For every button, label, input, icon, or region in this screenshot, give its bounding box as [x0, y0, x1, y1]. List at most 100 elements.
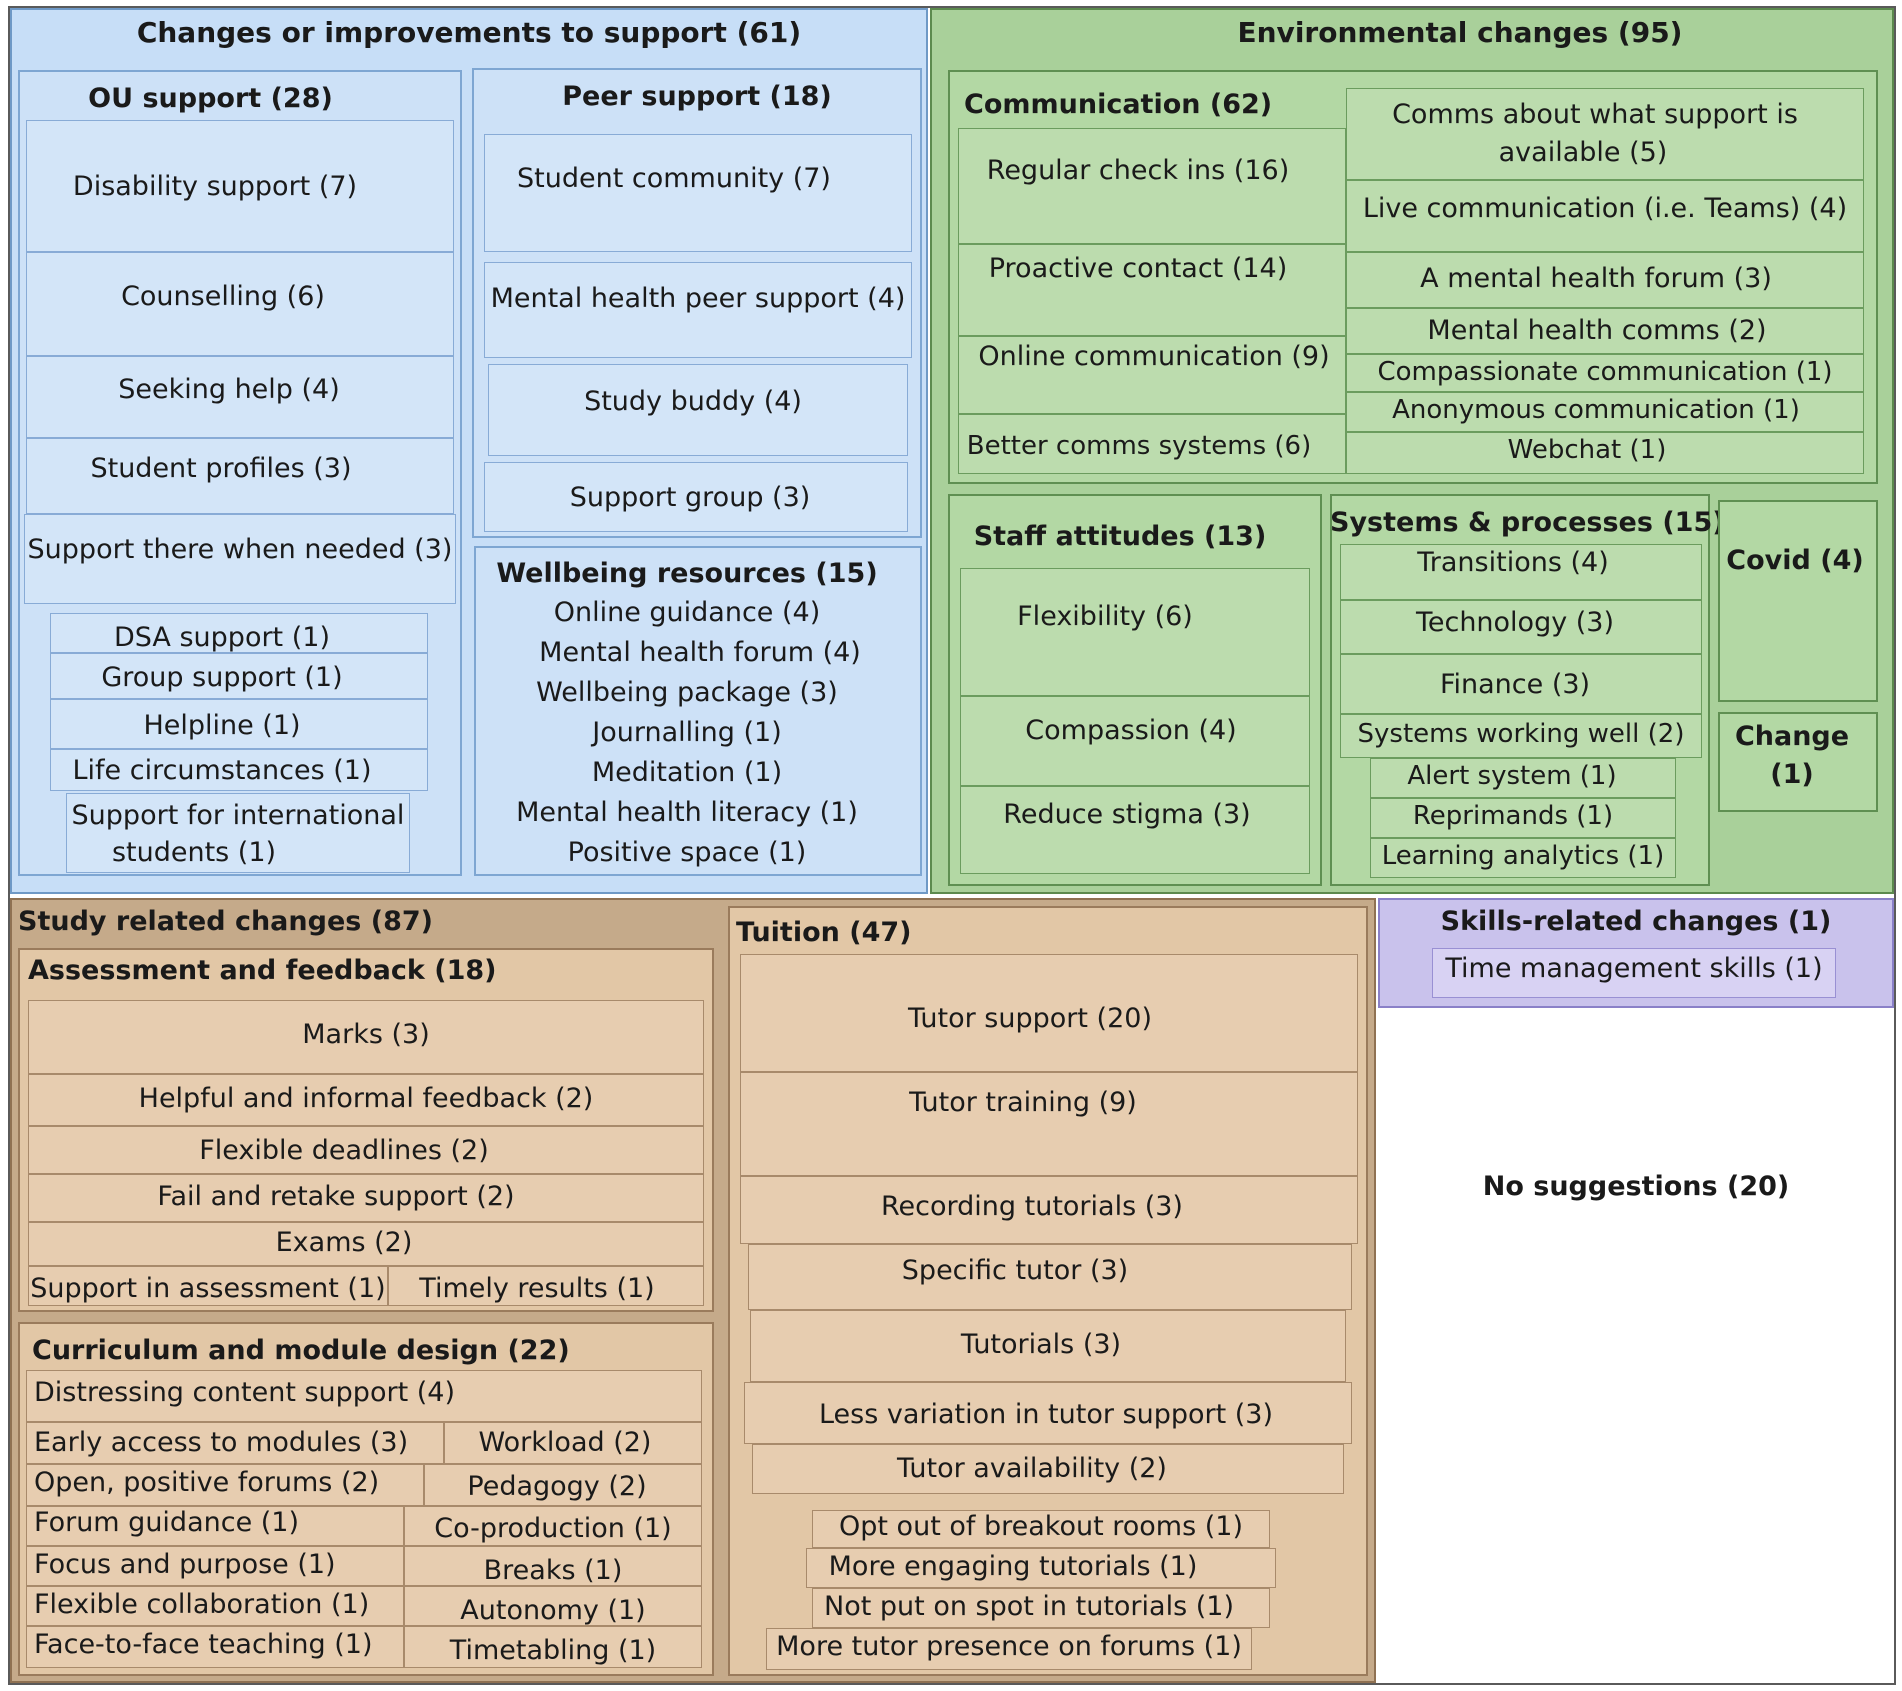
- leaf-autonomy: [404, 1586, 702, 1626]
- leaf-compassionate-communication: [1346, 354, 1864, 392]
- leaf-label: DSA support (1): [114, 622, 330, 653]
- leaf-less-variation-in-tutor-support: [744, 1382, 1352, 1444]
- group-covid: [1718, 500, 1878, 702]
- group-ou-support-title: OU support (28): [88, 83, 333, 114]
- leaf-label: Tutorials (3): [960, 1329, 1122, 1360]
- leaf-tutor-training: [740, 1072, 1358, 1176]
- group-staff-attitudes-title: Staff attitudes (13): [973, 521, 1267, 552]
- leaf-label-line1: Support for international: [71, 800, 405, 831]
- leaf-compassion: [960, 696, 1310, 786]
- leaf-label: Specific tutor (3): [901, 1255, 1129, 1286]
- leaf-label: Disability support (7): [72, 171, 358, 202]
- leaf-more-engaging-tutorials: [806, 1548, 1276, 1588]
- group-assessment-feedback-title: Assessment and feedback (18): [28, 955, 497, 986]
- leaf-label: Flexible collaboration (1): [34, 1589, 370, 1620]
- leaf-label: Flexibility (6): [1017, 601, 1193, 632]
- leaf-learning-analytics: [1370, 838, 1676, 878]
- leaf-helpful-informal-feedback: [28, 1074, 704, 1126]
- leaf-not-put-on-spot-in-tutorials: [812, 1588, 1270, 1628]
- leaf-alert-system: [1370, 758, 1676, 798]
- leaf-label: Exams (2): [275, 1227, 413, 1258]
- leaf-label: Timely results (1): [419, 1273, 655, 1304]
- leaf-label: A mental health forum (3): [1420, 263, 1772, 294]
- leaf-label: Finance (3): [1439, 669, 1591, 700]
- leaf-label: Co-production (1): [434, 1513, 672, 1544]
- leaf-marks: [28, 1000, 704, 1074]
- leaf-label-line1: Comms about what support is: [1392, 99, 1798, 130]
- leaf-label: Pedagogy (2): [467, 1471, 647, 1502]
- leaf-specific-tutor: [748, 1244, 1352, 1310]
- leaf-webchat: [1346, 432, 1864, 474]
- leaf-label: Life circumstances (1): [72, 755, 372, 786]
- leaf-exams: [28, 1222, 704, 1266]
- group-peer-support-title: Peer support (18): [562, 81, 832, 112]
- leaf-distressing-content-support: [26, 1370, 702, 1422]
- leaf-face-to-face-teaching: [26, 1626, 404, 1668]
- leaf-online-communication: [958, 336, 1346, 414]
- group-change-title-line2: (1): [1770, 759, 1814, 790]
- leaf-label: Regular check ins (16): [986, 155, 1290, 186]
- leaf-helpline: [50, 699, 428, 749]
- leaf-label: Support there when needed (3): [27, 534, 453, 565]
- leaf-mental-health-peer-support: [484, 262, 912, 358]
- leaf-systems-working-well: [1340, 714, 1702, 758]
- leaf-co-production: [404, 1506, 702, 1546]
- region-skills-title: Skills-related changes (1): [1440, 906, 1832, 937]
- leaf-label: Compassion (4): [1025, 715, 1237, 746]
- leaf-group-support: [50, 653, 428, 699]
- leaf-tutorials: [750, 1310, 1346, 1382]
- leaf-label: Student profiles (3): [90, 453, 352, 484]
- leaf-positive-space: Positive space (1): [567, 837, 807, 868]
- leaf-a-mental-health-forum: [1346, 252, 1864, 308]
- leaf-forum-guidance: [26, 1506, 404, 1546]
- leaf-label: Workload (2): [478, 1427, 652, 1458]
- leaf-life-circumstances: [50, 749, 428, 791]
- leaf-student-community: [484, 134, 912, 252]
- leaf-disability-support: [26, 120, 454, 252]
- leaf-open-positive-forums: [26, 1464, 424, 1506]
- leaf-label: Group support (1): [101, 662, 343, 693]
- leaf-support-group: [484, 462, 908, 532]
- leaf-label: Not put on spot in tutorials (1): [824, 1591, 1234, 1622]
- leaf-label: Open, positive forums (2): [34, 1467, 380, 1498]
- leaf-label: Compassionate communication (1): [1377, 357, 1833, 387]
- leaf-label: Timetabling (1): [449, 1635, 657, 1666]
- leaf-label: Better comms systems (6): [966, 431, 1312, 461]
- group-change-title-line1: Change: [1734, 721, 1850, 752]
- leaf-comms-about-support: [1346, 88, 1864, 180]
- leaf-label: Distressing content support (4): [34, 1377, 455, 1408]
- leaf-label: Time management skills (1): [1445, 953, 1823, 984]
- leaf-dsa-support: [50, 613, 428, 653]
- group-covid-title: Covid (4): [1726, 545, 1864, 576]
- leaf-reprimands: [1370, 798, 1676, 838]
- leaf-label: Fail and retake support (2): [157, 1181, 515, 1212]
- leaf-meditation: Meditation (1): [591, 757, 783, 788]
- leaf-label: Helpline (1): [143, 710, 301, 741]
- leaf-label: Study buddy (4): [584, 386, 802, 417]
- leaf-label: Student community (7): [517, 163, 831, 194]
- leaf-label: Mental health comms (2): [1427, 315, 1767, 346]
- leaf-tutor-support: [740, 954, 1358, 1072]
- leaf-label: Tutor training (9): [909, 1087, 1137, 1118]
- leaf-opt-out-of-breakout-rooms: [812, 1510, 1270, 1548]
- group-wellbeing-resources-title: Wellbeing resources (15): [496, 558, 878, 589]
- leaf-label: Webchat (1): [1507, 435, 1667, 465]
- leaf-label: Marks (3): [302, 1019, 430, 1050]
- leaf-pedagogy: [424, 1464, 702, 1506]
- leaf-flexible-deadlines: [28, 1126, 704, 1174]
- leaf-student-profiles: [26, 438, 454, 514]
- region-environmental-title: Environmental changes (95): [1237, 16, 1683, 49]
- leaf-label: Opt out of breakout rooms (1): [839, 1511, 1243, 1542]
- leaf-label: Reduce stigma (3): [1003, 799, 1251, 830]
- leaf-mental-health-forum: Mental health forum (4): [539, 637, 861, 668]
- leaf-live-communication: [1346, 180, 1864, 252]
- leaf-study-buddy: [488, 364, 908, 456]
- leaf-fail-retake-support: [28, 1174, 704, 1222]
- leaf-transitions: [1340, 544, 1702, 600]
- leaf-label: Learning analytics (1): [1381, 841, 1665, 871]
- leaf-label: Breaks (1): [483, 1555, 623, 1586]
- region-no-suggestions-title: No suggestions (20): [1482, 1171, 1790, 1202]
- leaf-better-comms-systems: [958, 414, 1346, 474]
- leaf-label-line2: students (1): [111, 837, 277, 868]
- leaf-technology: [1340, 600, 1702, 654]
